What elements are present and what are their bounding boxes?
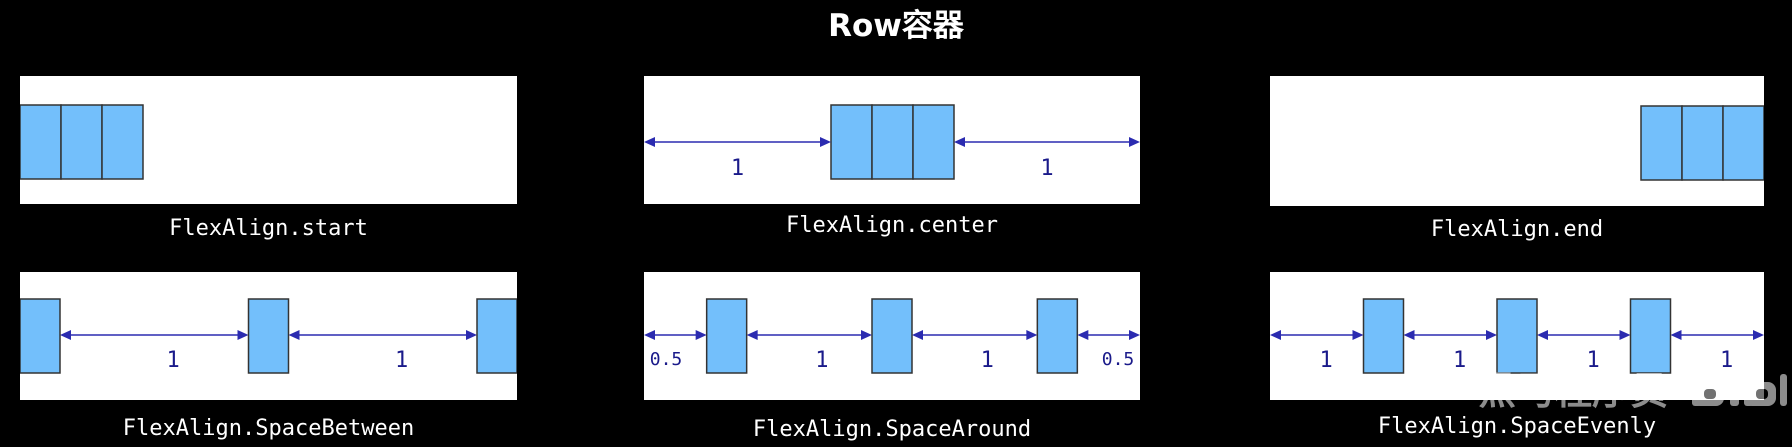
flex-child-box [1722, 105, 1764, 181]
panel-diagram: 1 1 1 1 [1270, 298, 1764, 374]
panel-flexalign-end [1270, 76, 1764, 206]
flex-child-box [101, 104, 144, 180]
panel-diagram [20, 104, 144, 180]
flex-child-box [871, 104, 914, 180]
panel-flexalign-start [20, 76, 517, 204]
flex-child-box [476, 298, 517, 374]
spacing-arrow [1670, 330, 1764, 340]
flex-child-box [20, 298, 61, 374]
panel-diagram [1640, 105, 1764, 181]
panel-diagram: 0.5 1 1 0.5 [644, 298, 1140, 374]
page-title: Row容器 [828, 8, 964, 44]
flex-child-box [1629, 298, 1672, 374]
flex-child-box [20, 104, 62, 180]
caption-flexalign-spaceevenly: FlexAlign.SpaceEvenly [1377, 414, 1657, 439]
panel-flexalign-spaceevenly: 1 1 1 1 [1270, 272, 1764, 400]
spacing-label: 1 [981, 348, 994, 373]
spacing-label: 1 [395, 348, 408, 373]
caption-flexalign-center: FlexAlign.center [786, 213, 998, 238]
spacing-arrow [644, 137, 831, 147]
flex-child-box [60, 104, 103, 180]
spacing-arrow [1077, 330, 1140, 340]
spacing-label: 1 [1720, 348, 1733, 373]
flex-child-box [871, 298, 913, 374]
panel-flexalign-spacearound: 0.5 1 1 0.5 [644, 272, 1140, 400]
flex-child-box [1036, 298, 1079, 374]
spacing-label: 1 [1586, 348, 1599, 373]
spacing-label: 1 [815, 348, 828, 373]
spacing-arrow [1537, 330, 1631, 340]
spacing-arrow [954, 137, 1140, 147]
spacing-arrow [1403, 330, 1497, 340]
flex-child-box [912, 104, 955, 180]
flex-child-box [1496, 298, 1538, 374]
flex-child-box [1640, 105, 1683, 181]
spacing-arrow [60, 330, 249, 340]
flex-child-box [1681, 105, 1724, 181]
flex-child-box [247, 298, 290, 374]
spacing-label: 1 [166, 348, 179, 373]
spacing-arrow [644, 330, 707, 340]
spacing-label: 1 [1319, 348, 1332, 373]
caption-flexalign-start: FlexAlign.start [169, 216, 368, 241]
flex-child-box [830, 104, 873, 180]
spacing-arrow [746, 330, 872, 340]
spacing-label: 0.5 [650, 349, 683, 370]
flex-child-box [1362, 298, 1405, 374]
watermark-text: 黑马程序员 [1478, 369, 1669, 413]
caption-flexalign-end: FlexAlign.end [1430, 217, 1604, 242]
spacing-label: 1 [731, 156, 744, 181]
spacing-arrow [912, 330, 1038, 340]
spacing-arrow [288, 330, 477, 340]
spacing-label: 1 [1040, 156, 1053, 181]
spacing-label: 0.5 [1102, 349, 1135, 370]
caption-flexalign-spacearound: FlexAlign.SpaceAround [752, 417, 1032, 442]
bilibili-logo-icon [1692, 362, 1787, 406]
spacing-label: 1 [1453, 348, 1466, 373]
spacing-arrow [1270, 330, 1364, 340]
flex-child-box [705, 298, 748, 374]
caption-flexalign-spacebetween: FlexAlign.SpaceBetween [122, 416, 415, 441]
